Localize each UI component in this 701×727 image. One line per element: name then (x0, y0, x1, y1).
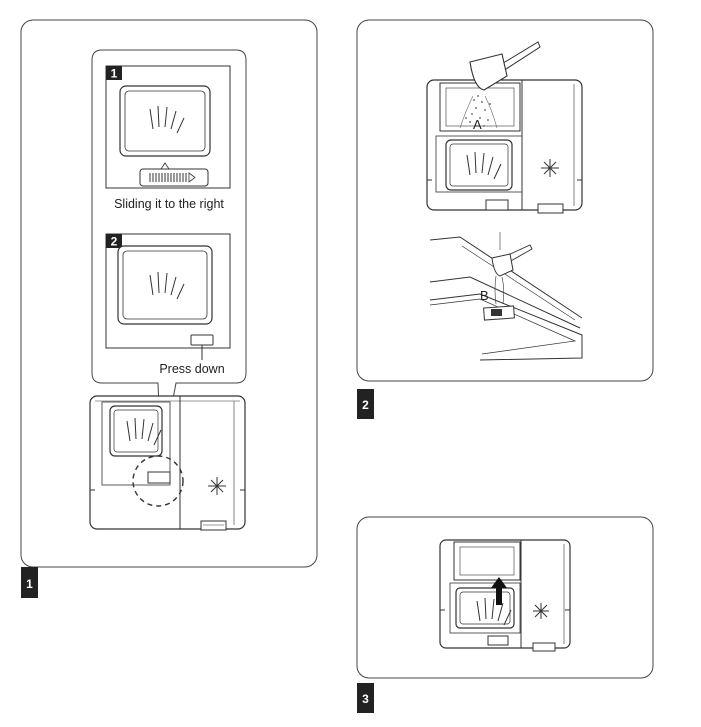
highlight-circle (132, 455, 184, 507)
compartment-a-label: A (473, 117, 482, 132)
step-1-illustration: 1 (105, 65, 231, 189)
dispenser-open-fill-a (426, 41, 583, 214)
rinse-aid-indicator-icon-3 (533, 603, 549, 619)
door-fill-b (429, 232, 583, 361)
dispenser-closed (89, 395, 246, 531)
step-2-number: 2 (111, 235, 118, 249)
panel-2-number: 2 (362, 398, 369, 412)
step-1-number: 1 (111, 67, 118, 81)
panel-3: 3 (356, 516, 654, 713)
step-2-tag (106, 234, 122, 248)
compartment-b-label: B (480, 288, 489, 303)
step-2-illustration: 2 (105, 233, 231, 360)
rinse-aid-indicator-icon-2 (541, 159, 559, 177)
step-1-caption: Sliding it to the right (114, 197, 224, 211)
step-2-caption: Press down (159, 362, 224, 376)
step-1-tag (106, 66, 122, 80)
press-button (190, 334, 214, 346)
panel-2-corner-tag (357, 389, 374, 419)
panel-1-number: 1 (26, 577, 33, 591)
dispenser-closing-lid (439, 539, 571, 652)
panel-2: 2 (356, 19, 654, 419)
panel-1-corner-tag (21, 567, 38, 598)
rinse-aid-indicator-icon (208, 477, 226, 495)
detergent-scoop-icon (469, 41, 541, 91)
panel-1: 1 1 Sliding it to the r (20, 19, 318, 598)
panel-3-corner-tag (357, 683, 374, 713)
detergent-powder (465, 95, 491, 127)
arrow-up-icon (491, 577, 507, 605)
panel-3-number: 3 (362, 692, 369, 706)
